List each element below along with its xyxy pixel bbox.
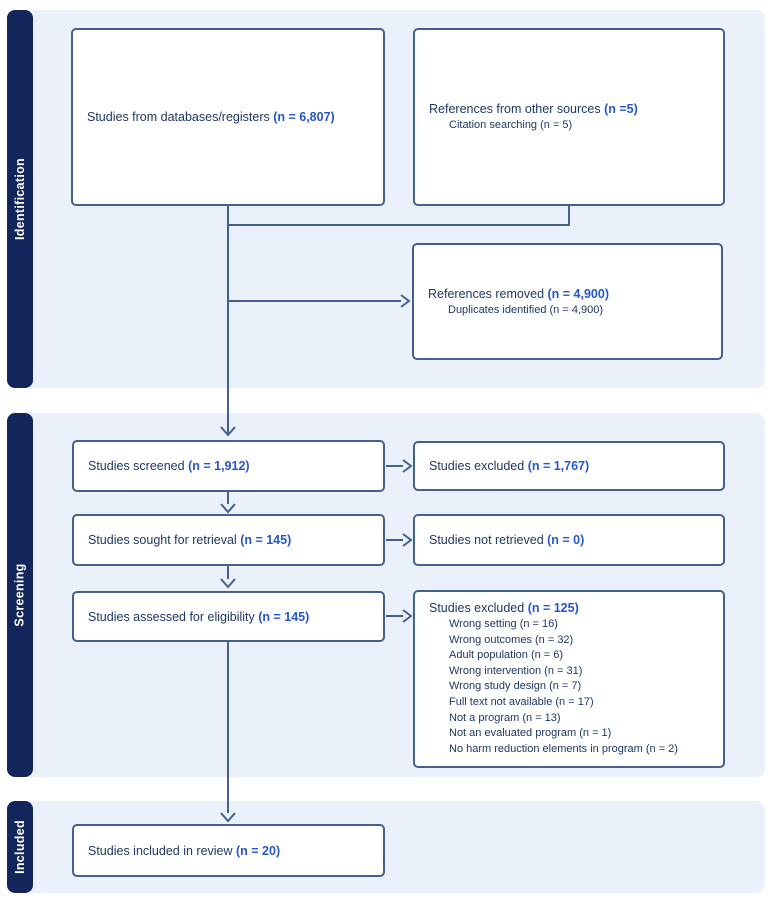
arrowhead-to-screened — [220, 426, 236, 437]
box-studies-included-review: Studies included in review (n = 20) — [72, 824, 385, 877]
count: (n = 1,912) — [188, 459, 250, 473]
box-studies-assessed-eligibility: Studies assessed for eligibility (n = 14… — [72, 591, 385, 642]
label: Studies included in review — [88, 843, 233, 858]
arrowhead-screened-sought — [220, 503, 236, 514]
arrowhead-assessed-excluded — [402, 609, 413, 623]
exclusion-reason: Full text not available (n = 17) — [449, 695, 594, 708]
count: (n = 0) — [547, 533, 585, 547]
count: (n = 145) — [258, 609, 310, 624]
box-references-removed-text: References removed (n = 4,900) — [414, 285, 721, 303]
box-references-removed: References removed (n = 4,900) Duplicate… — [412, 243, 723, 360]
count: (n = 145) — [240, 533, 292, 547]
duplicates-identified-detail: Duplicates identified (n = 4,900) — [448, 303, 604, 316]
box-studies-excluded-eligibility-text: Studies excluded (n = 125) — [415, 599, 723, 617]
box-studies-screened: Studies screened (n = 1,912) — [72, 440, 385, 492]
box-references-other-sources-text: References from other sources (n =5) — [415, 100, 723, 118]
label: Studies not retrieved — [429, 533, 544, 547]
box-studies-assessed-eligibility-text: Studies assessed for eligibility (n = 14… — [74, 608, 383, 626]
connector-other-sources-elbow — [229, 206, 570, 226]
count: (n = 125) — [527, 601, 579, 615]
sidebar-screening: Screening — [7, 413, 33, 777]
exclusion-reason: Adult population (n = 6) — [449, 649, 564, 662]
count: (n = 1,767) — [527, 459, 590, 473]
exclusion-reason: Wrong setting (n = 16) — [449, 618, 558, 630]
label: Studies excluded — [429, 601, 525, 615]
label: References from other sources — [429, 102, 601, 117]
count: (n = 4,900) — [547, 286, 610, 301]
label: Studies from databases/registers — [87, 110, 270, 124]
arrowhead-screened-excluded — [402, 459, 413, 473]
exclusion-reason: Not a program (n = 13) — [449, 711, 561, 724]
arrowhead-assessed-included — [220, 812, 236, 823]
citation-searching-detail: Citation searching (n = 5) — [449, 119, 573, 132]
box-references-other-sources: References from other sources (n =5) Cit… — [413, 28, 725, 206]
count: (n = 20) — [236, 843, 281, 858]
sidebar-included: Included — [7, 801, 33, 893]
box-studies-from-databases: Studies from databases/registers (n = 6,… — [71, 28, 385, 206]
box-studies-from-databases-text: Studies from databases/registers (n = 6,… — [73, 108, 383, 126]
count: (n = 6,807) — [273, 110, 335, 124]
exclusion-reason: Wrong study design (n = 7) — [449, 680, 582, 693]
arrowhead-to-removed — [400, 294, 411, 308]
box-studies-not-retrieved: Studies not retrieved (n = 0) — [413, 514, 725, 566]
exclusion-reason: Not an evaluated program (n = 1) — [449, 727, 612, 740]
box-studies-excluded-screening: Studies excluded (n = 1,767) — [413, 441, 725, 491]
box-studies-excluded-eligibility: Studies excluded (n = 125) Wrong setting… — [413, 590, 725, 768]
box-studies-not-retrieved-text: Studies not retrieved (n = 0) — [415, 531, 723, 549]
box-studies-sought-retrieval-text: Studies sought for retrieval (n = 145) — [74, 531, 383, 549]
label: Studies assessed for eligibility — [88, 609, 255, 624]
arrowhead-sought-assessed — [220, 578, 236, 589]
arrowhead-sought-notretrieved — [402, 533, 413, 547]
count: (n =5) — [604, 102, 638, 117]
box-studies-included-review-text: Studies included in review (n = 20) — [74, 842, 383, 860]
exclusion-reason: Wrong outcomes (n = 32) — [449, 633, 574, 646]
exclusion-reason: No harm reduction elements in program (n… — [449, 742, 678, 755]
sidebar-identification: Identification — [7, 10, 33, 388]
label: Studies sought for retrieval — [88, 533, 237, 547]
label: Studies screened — [88, 459, 185, 473]
label: References removed — [428, 286, 545, 301]
box-studies-excluded-screening-text: Studies excluded (n = 1,767) — [415, 457, 723, 475]
box-studies-screened-text: Studies screened (n = 1,912) — [74, 457, 383, 475]
exclusion-reason: Wrong intervention (n = 31) — [449, 664, 583, 677]
label: Studies excluded — [429, 459, 525, 473]
box-studies-sought-retrieval: Studies sought for retrieval (n = 145) — [72, 514, 385, 566]
